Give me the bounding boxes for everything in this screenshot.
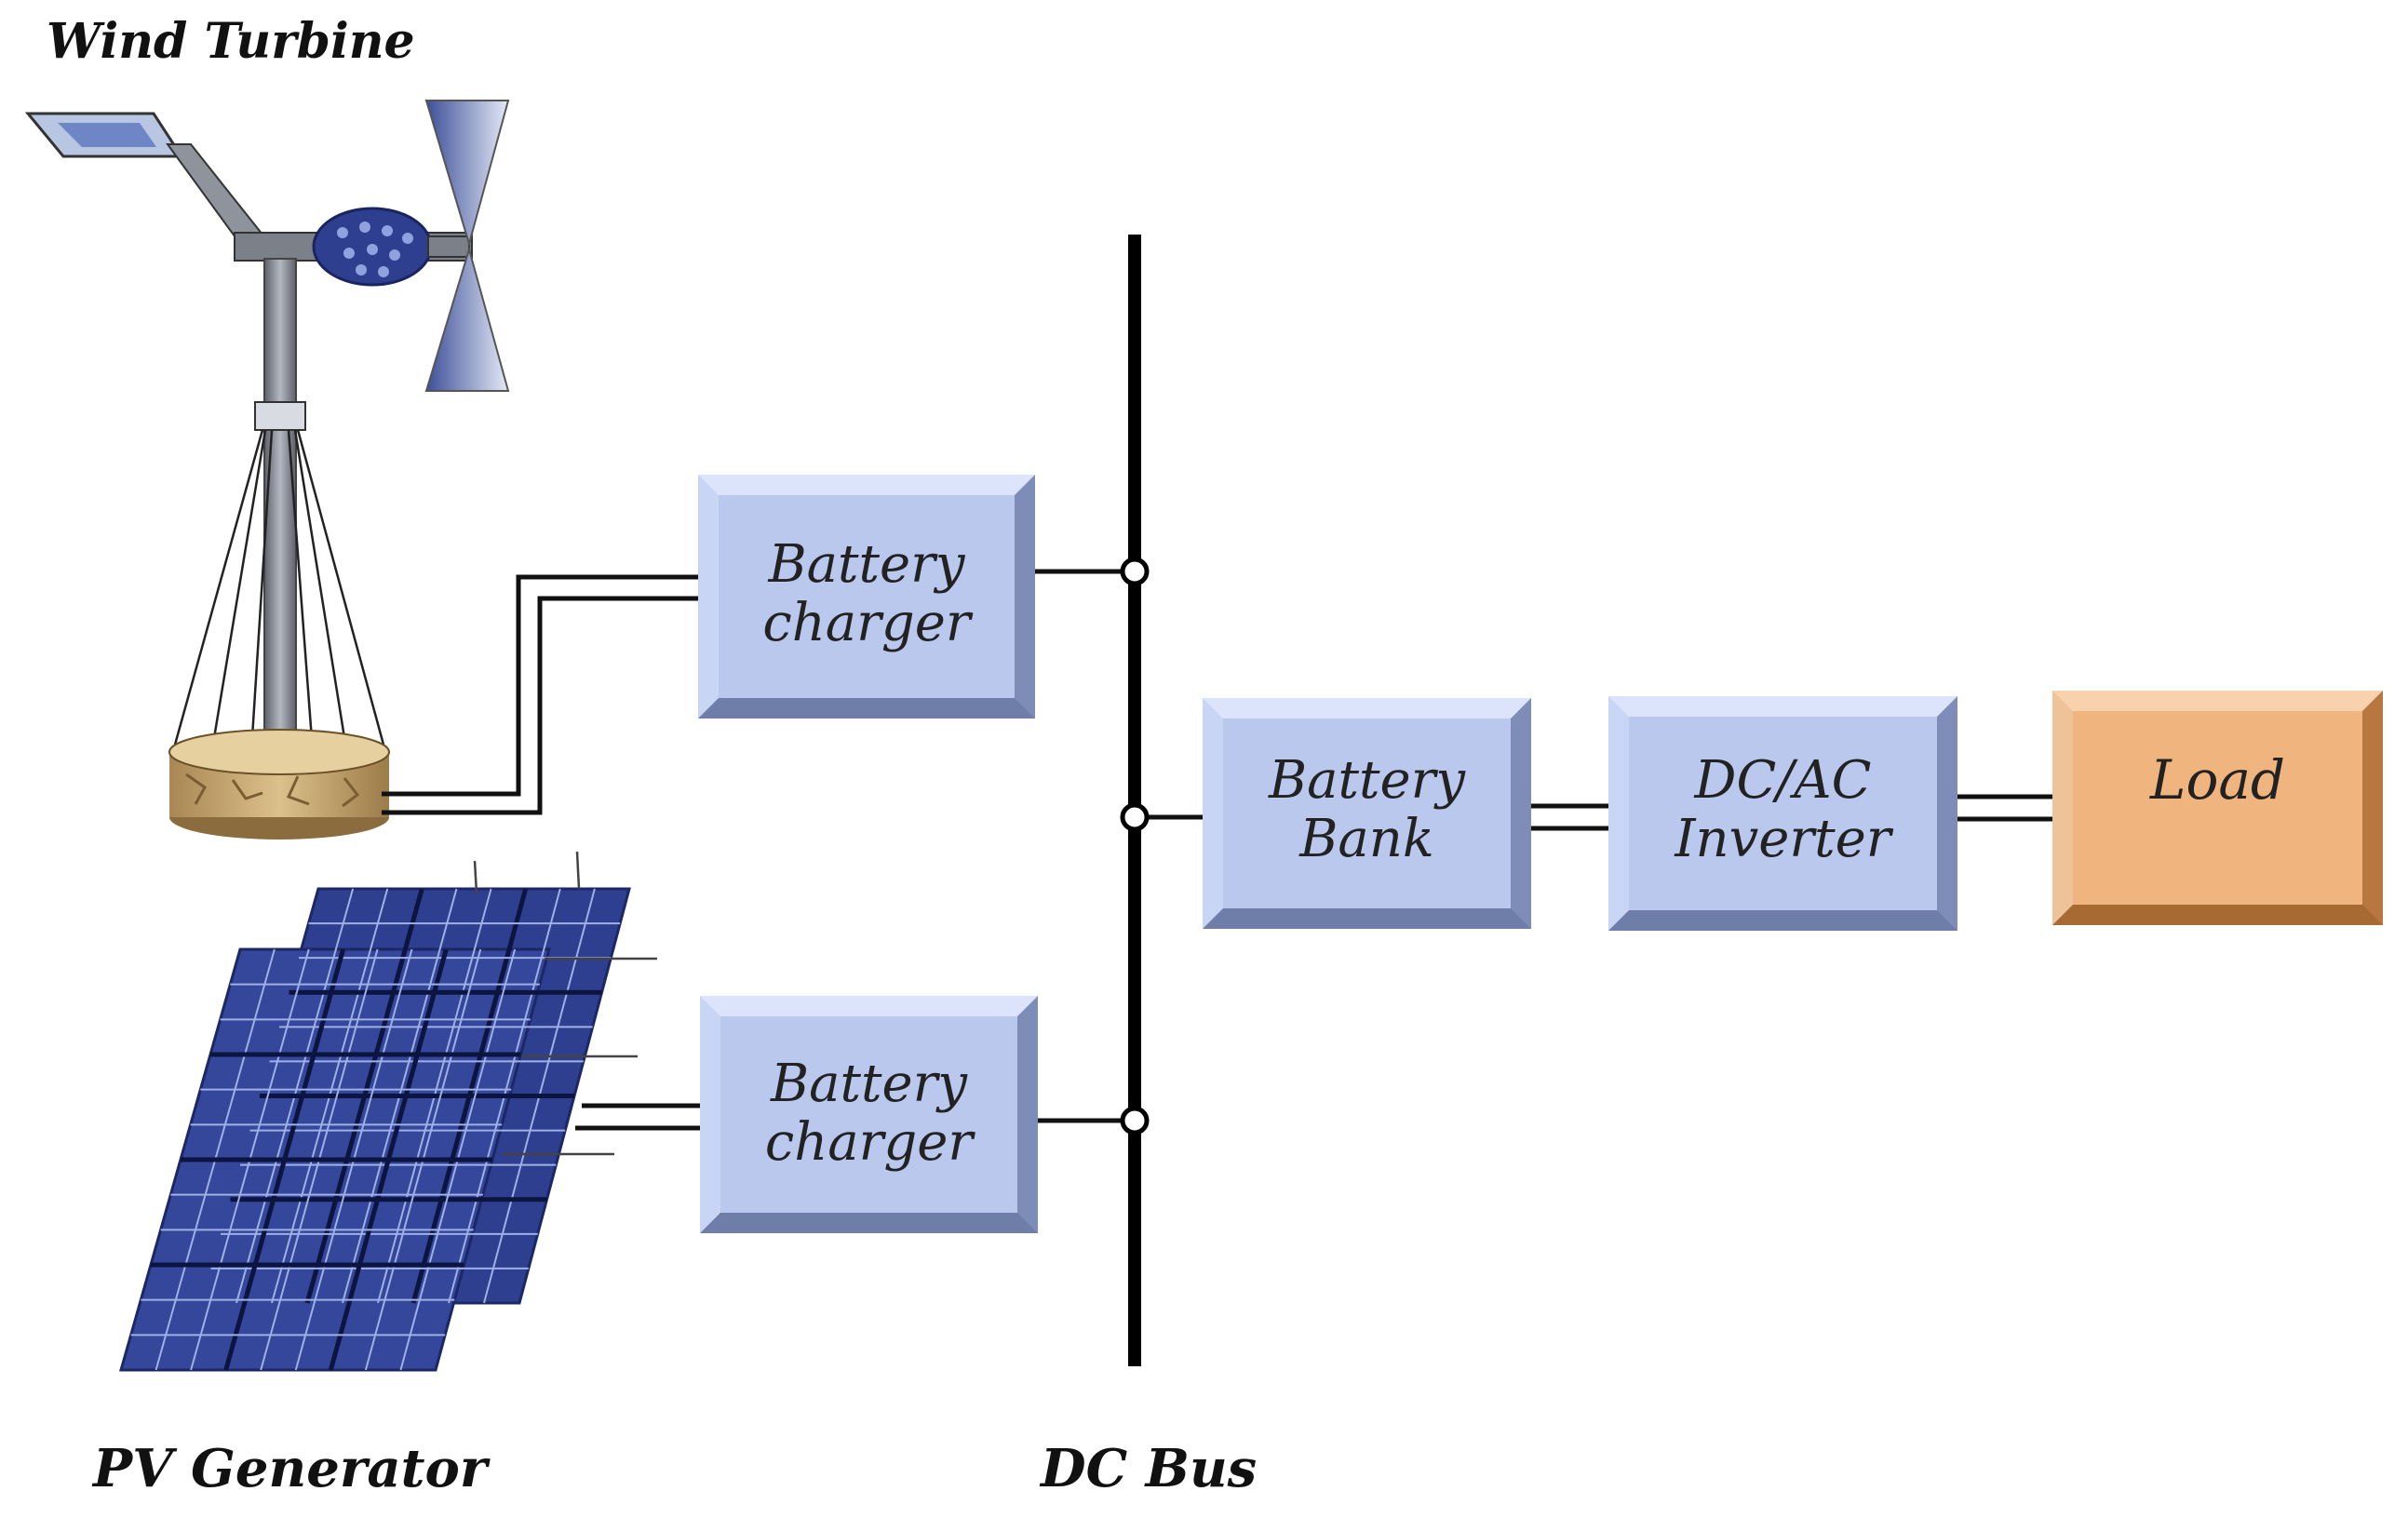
guy-wires: [173, 429, 385, 753]
bus-junctions: [1120, 557, 1150, 1135]
dc-bus-label: DC Bus: [1041, 1438, 1258, 1499]
load-block: Load: [2052, 691, 2383, 925]
panel-terminals: [473, 851, 657, 1156]
battery-charger-pv-block: Battery charger: [700, 996, 1038, 1233]
wind-turbine-label: Wind Turbine: [47, 13, 415, 70]
label-line-1: Battery: [1268, 750, 1466, 811]
nacelle-hub: [427, 235, 470, 258]
wire-turbine-a: [382, 574, 698, 797]
label-line-2: charger: [762, 592, 971, 653]
label-line-1: Battery: [770, 1054, 968, 1114]
junction-bank: [1120, 802, 1150, 832]
pv-generator-label: PV Generator: [93, 1438, 488, 1499]
label-line-2: Inverter: [1675, 808, 1891, 869]
junction-charger2: [1120, 1106, 1150, 1135]
load-label: Load: [2073, 750, 2362, 811]
wind-turbine-icon: [24, 100, 510, 840]
connection-wires: [382, 569, 2052, 1131]
label-line-1: Battery: [768, 534, 965, 595]
nacelle-spots: [337, 222, 413, 277]
label-line-1: Load: [2149, 748, 2286, 812]
wire-turbine-b: [382, 596, 698, 815]
label-line-2: charger: [764, 1111, 974, 1173]
battery-bank-label: Battery Bank: [1223, 750, 1511, 869]
base-top: [168, 729, 390, 775]
mast-collar: [254, 401, 306, 431]
battery-charger-wind-block: Battery charger: [698, 475, 1035, 719]
solar-panel-icon: [119, 851, 657, 1372]
rotor-blade-lower: [424, 246, 510, 392]
label-line-1: DC/AC: [1694, 750, 1872, 811]
battery-charger-wind-label: Battery charger: [719, 534, 1015, 653]
dc-ac-inverter-block: DC/AC Inverter: [1608, 696, 1957, 931]
battery-bank-block: Battery Bank: [1203, 698, 1531, 929]
battery-charger-pv-label: Battery charger: [720, 1055, 1017, 1172]
dc-ac-inverter-label: DC/AC Inverter: [1629, 750, 1937, 869]
tail-vane-window: [58, 123, 156, 147]
rotor-blade-upper: [424, 100, 510, 248]
base-texture: [185, 772, 360, 808]
junction-charger1: [1120, 557, 1150, 586]
turbine-mast: [263, 258, 297, 753]
tail-boom: [166, 143, 264, 246]
label-line-2: Bank: [1299, 808, 1434, 869]
